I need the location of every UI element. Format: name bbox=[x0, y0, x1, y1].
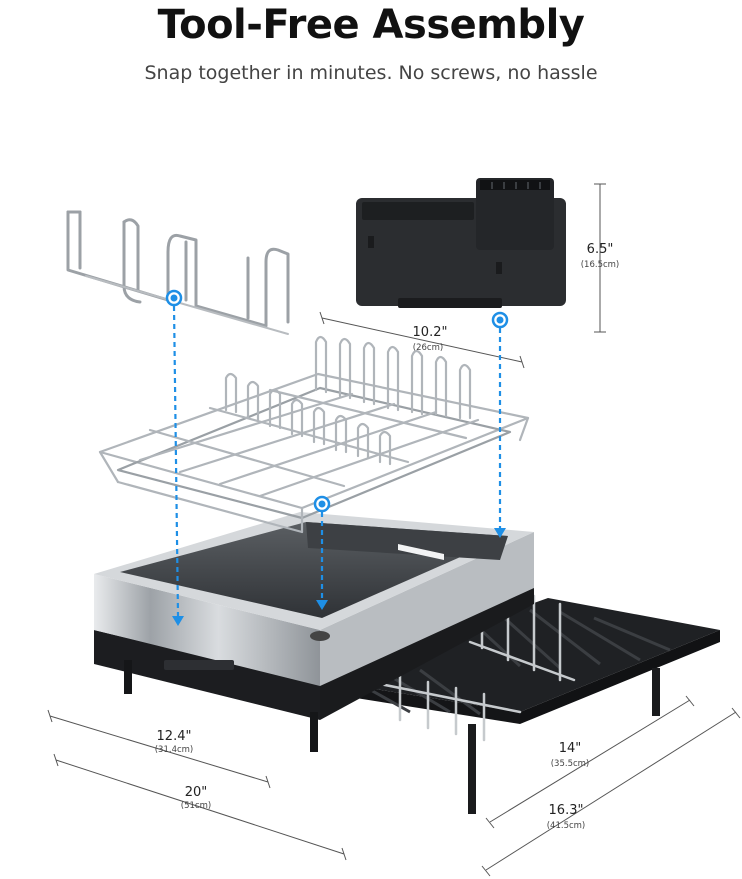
base-outer-label: 20" bbox=[185, 785, 208, 800]
stainless-base-tray bbox=[94, 512, 534, 752]
page-title: Tool-Free Assembly bbox=[157, 2, 585, 48]
utensil-holder bbox=[356, 178, 566, 308]
holder-height-metric: (16.5cm) bbox=[581, 260, 620, 270]
dimension-holder-height: 6.5" (16.5cm) bbox=[581, 183, 620, 333]
base-inner-metric: (31.4cm) bbox=[155, 745, 194, 755]
base-inner-label: 12.4" bbox=[157, 729, 192, 744]
arrow-down-icon bbox=[316, 600, 328, 610]
depth-long-metric: (41.5cm) bbox=[547, 821, 586, 831]
arrow-down-icon bbox=[172, 616, 184, 626]
dish-rack bbox=[98, 335, 530, 534]
depth-long-label: 16.3" bbox=[549, 803, 584, 818]
depth-short-metric: (35.5cm) bbox=[551, 759, 590, 769]
base-outer-metric: (51cm) bbox=[181, 801, 211, 811]
holder-width-metric: (26cm) bbox=[413, 343, 443, 353]
dimension-depth-short: 14" (35.5cm) bbox=[485, 695, 695, 829]
holder-width-label: 10.2" bbox=[413, 325, 448, 340]
holder-height-label: 6.5" bbox=[587, 242, 614, 257]
depth-short-label: 14" bbox=[559, 741, 582, 756]
wire-hook-rack bbox=[66, 210, 290, 335]
arrow-down-icon bbox=[494, 528, 506, 538]
assembly-guides bbox=[172, 305, 502, 617]
dimension-depth-long: 16.3" (41.5cm) bbox=[481, 707, 741, 877]
dimension-holder-width: 10.2" (26cm) bbox=[319, 311, 525, 369]
dimension-base-outer: 20" (51cm) bbox=[53, 753, 347, 861]
page-subtitle: Snap together in minutes. No screws, no … bbox=[144, 62, 598, 84]
assembly-markers bbox=[165, 289, 509, 626]
dimension-base-inner: 12.4" (31.4cm) bbox=[47, 709, 271, 789]
